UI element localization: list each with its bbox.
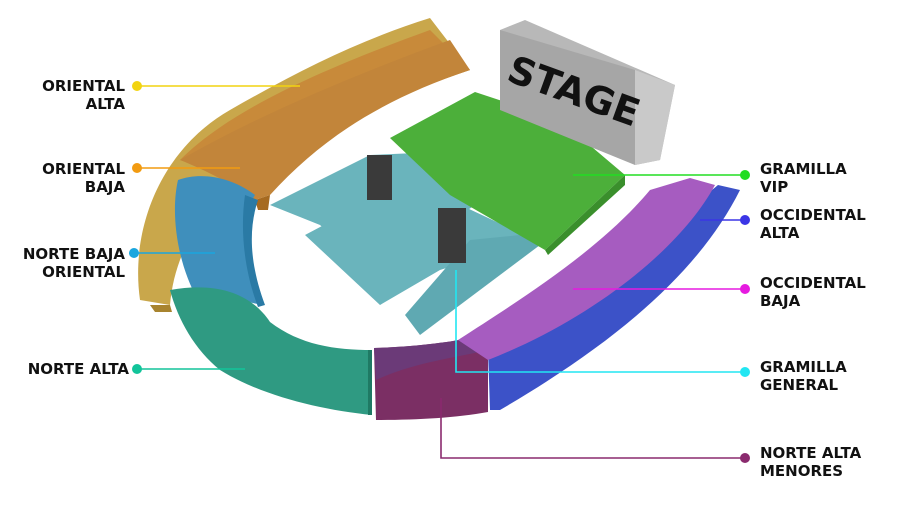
stage-block: STAGE <box>500 20 675 165</box>
marker-oriental-alta <box>132 81 142 91</box>
leader-lines <box>134 85 745 459</box>
leader-norte-alta-menores <box>440 398 745 459</box>
markers <box>129 81 750 463</box>
section-norte-alta[interactable] <box>170 287 372 415</box>
marker-norte-baja-oriental <box>129 248 139 258</box>
section-oriental-baja[interactable] <box>180 40 470 210</box>
section-norte-baja-oriental[interactable] <box>174 176 265 307</box>
label-norte-alta: NORTE ALTA <box>27 360 129 378</box>
section-occidental-baja[interactable] <box>458 178 715 360</box>
marker-gramilla-general <box>740 367 750 377</box>
marker-gramilla-vip <box>740 170 750 180</box>
marker-oriental-baja <box>132 163 142 173</box>
marker-norte-alta <box>132 364 142 374</box>
section-occidental-alta[interactable] <box>488 185 740 410</box>
section-norte-alta-menores[interactable] <box>374 338 488 420</box>
leader-gramilla-general <box>455 270 745 373</box>
marker-norte-alta-menores <box>740 453 750 463</box>
marker-occidental-baja <box>740 284 750 294</box>
marker-occidental-alta <box>740 215 750 225</box>
